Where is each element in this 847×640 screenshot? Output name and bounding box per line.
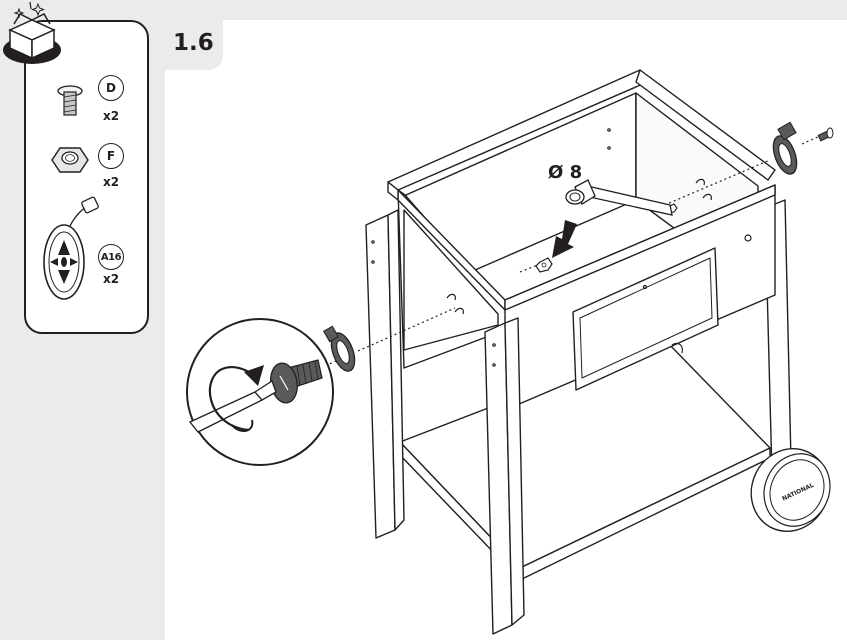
part-quantity-a16: x2 <box>103 272 120 286</box>
arrow-down-icon <box>552 220 577 258</box>
top-margin <box>165 0 847 20</box>
diameter-label: Ø 8 <box>548 162 583 183</box>
part-label-a16: A16 <box>98 244 124 270</box>
grill-cart-frame <box>365 69 793 635</box>
cart-wheel: NATIONAL <box>750 447 831 533</box>
wing-nut-left <box>322 325 356 372</box>
nut-icon <box>51 147 89 173</box>
wheel-icon <box>43 196 99 300</box>
open-box-icon <box>3 1 61 64</box>
nut-on-frame <box>535 257 553 273</box>
wing-nut-right <box>772 121 798 175</box>
detail-zoom-circle <box>186 318 334 466</box>
socket-wrench-icon <box>565 179 673 216</box>
part-label-f: F <box>98 143 124 169</box>
small-screw-right <box>817 127 834 142</box>
part-quantity-f: x2 <box>103 175 120 189</box>
part-label-d: D <box>98 75 124 101</box>
screw-icon <box>57 85 83 116</box>
parts-box <box>24 20 149 334</box>
step-number: 1.6 <box>173 30 214 56</box>
part-quantity-d: x2 <box>103 109 120 123</box>
panel-holes <box>371 128 752 367</box>
step-tab <box>165 20 223 70</box>
